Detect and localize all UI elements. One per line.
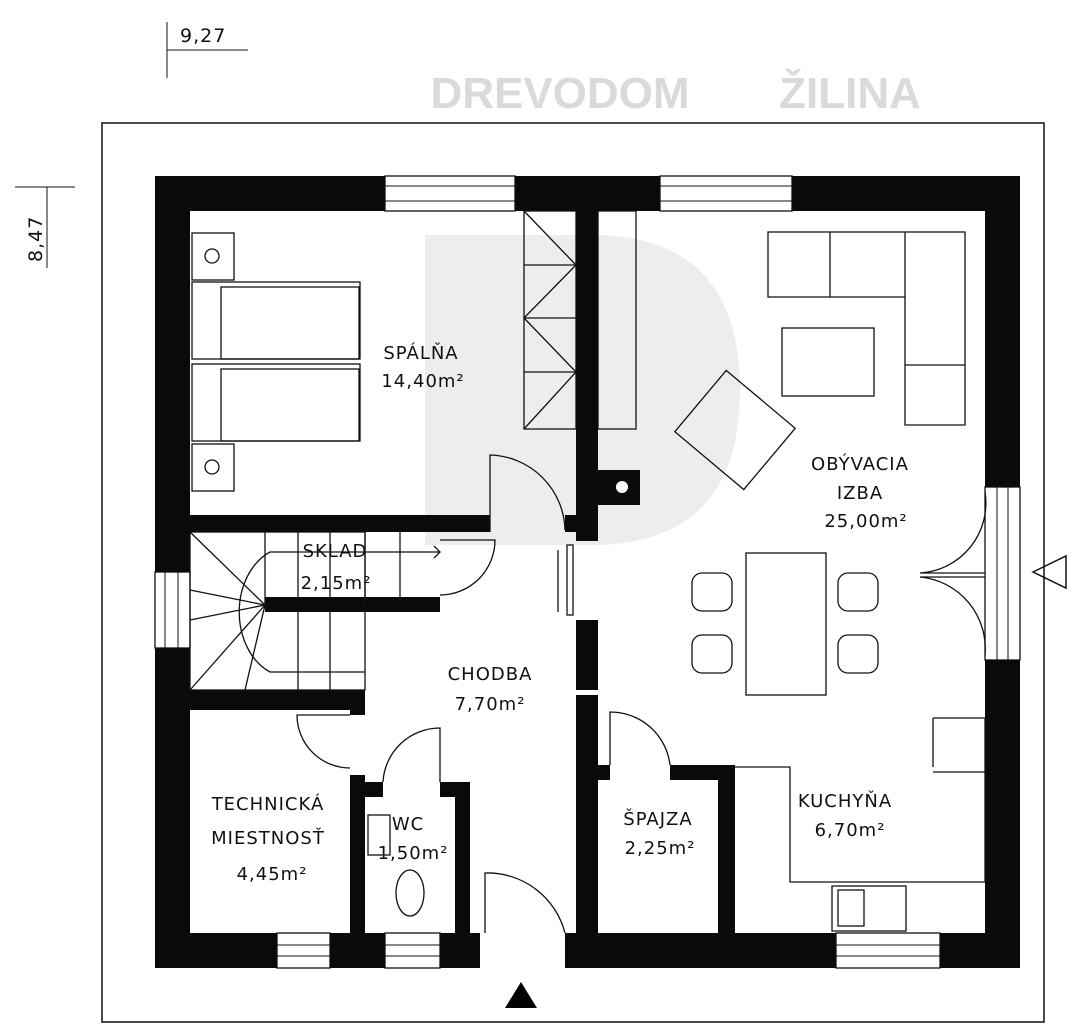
room-name: ŠPAJZA (623, 808, 692, 830)
room-spalna: SPÁLŇA 14,40m² (381, 342, 464, 392)
room-name-line2: IZBA (837, 483, 883, 504)
window (276, 932, 331, 969)
room-area: 2,25m² (625, 838, 696, 859)
dimension-width: 9,27 (166, 22, 248, 78)
window (835, 932, 941, 969)
room-area: 25,00m² (824, 511, 907, 532)
plot-border (101, 122, 1045, 1023)
terrace-entrance-marker (1031, 554, 1067, 590)
terrace-door (984, 486, 1021, 661)
room-area: 1,50m² (378, 843, 449, 864)
room-name: OBÝVACIA (811, 453, 909, 475)
room-area: 7,70m² (455, 694, 526, 715)
room-kuchyna: KUCHYŇA 6,70m² (798, 790, 892, 841)
room-obyvacia-izba: OBÝVACIA IZBA 25,00m² (811, 453, 909, 532)
window (154, 571, 191, 649)
room-name: SKLAD (303, 541, 368, 562)
dimension-depth: 8,47 (15, 186, 75, 268)
room-area: 6,70m² (815, 820, 886, 841)
openings (480, 690, 598, 968)
furniture (191, 210, 986, 932)
room-name: CHODBA (448, 664, 533, 685)
width-label: 9,27 (180, 25, 226, 47)
window (659, 175, 793, 212)
room-area: 4,45m² (237, 864, 308, 885)
depth-label: 8,47 (25, 216, 47, 262)
room-sklad: SKLAD 2,15m² (301, 541, 372, 594)
room-area: 2,15m² (301, 573, 372, 594)
staircase (189, 531, 441, 691)
room-name-line2: MIESTNOSŤ (211, 827, 325, 849)
room-chodba: CHODBA 7,70m² (448, 664, 533, 715)
room-name: KUCHYŇA (798, 790, 892, 812)
room-technicka-miestnost: TECHNICKÁ MIESTNOSŤ 4,45m² (211, 793, 325, 885)
watermark-text-2: ŽILINA (779, 68, 921, 118)
room-spajza: ŠPAJZA 2,25m² (623, 808, 696, 859)
room-wc: WC 1,50m² (378, 814, 449, 864)
room-name: TECHNICKÁ (211, 793, 325, 815)
doors (296, 454, 987, 934)
room-name: SPÁLŇA (383, 342, 458, 364)
entrance-marker (505, 982, 537, 1008)
room-name: WC (392, 814, 424, 835)
window (384, 175, 516, 212)
windows (154, 175, 1021, 969)
watermark-text-1: DREVODOM (430, 69, 689, 118)
room-area: 14,40m² (381, 371, 464, 392)
window (384, 932, 441, 969)
interior-walls (190, 211, 735, 933)
